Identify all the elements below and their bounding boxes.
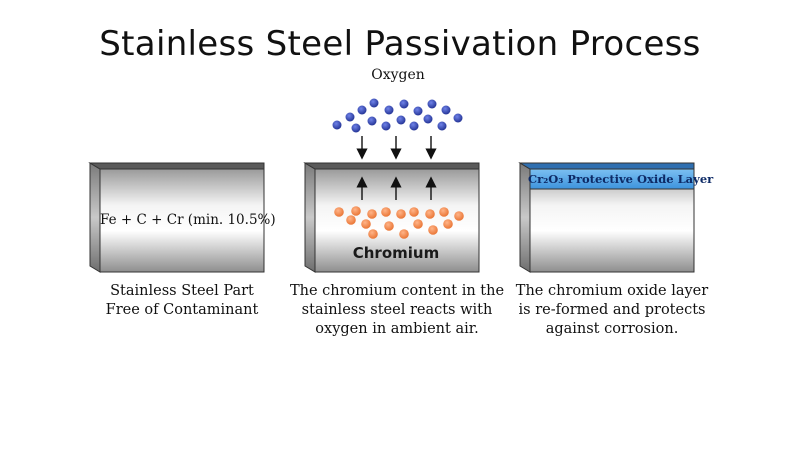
oxygen-atom (423, 114, 433, 124)
oxygen-atom (367, 116, 377, 126)
chromium-atom (367, 209, 377, 219)
steel-block-3 (518, 162, 695, 273)
caption-line: against corrosion. (545, 321, 679, 337)
oxygen-atom (441, 105, 451, 115)
chromium-atom (413, 219, 423, 229)
caption-line: The chromium content in the (289, 283, 505, 299)
composition-label: Fe + C + Cr (min. 10.5%) (100, 212, 276, 228)
oxygen-atom (427, 99, 437, 109)
chromium-atom (334, 207, 344, 217)
caption-line: Stainless Steel Part (110, 283, 254, 299)
oxygen-label: Oxygen (371, 67, 425, 83)
caption-line: oxygen in ambient air. (315, 321, 479, 337)
chromium-atom (361, 219, 371, 229)
chromium-atom (346, 215, 356, 225)
oxygen-atom (357, 105, 367, 115)
oxide-layer (529, 168, 695, 190)
caption-panel-3: The chromium oxide layer is re-formed an… (497, 282, 727, 339)
page-title: Stainless Steel Passivation Process (99, 24, 701, 64)
oxygen-atom (381, 121, 391, 131)
oxygen-atom (437, 121, 447, 131)
chromium-atom (368, 229, 378, 239)
caption-line: is re-formed and protects (518, 302, 706, 318)
oxygen-atom (399, 99, 409, 109)
chromium-atom (425, 209, 435, 219)
chromium-atom (399, 229, 409, 239)
caption-line: The chromium oxide layer (515, 283, 709, 299)
chromium-atoms (334, 206, 464, 239)
chromium-atom (443, 219, 453, 229)
chromium-label: Chromium (352, 244, 440, 262)
caption-panel-2: The chromium content in the stainless st… (282, 282, 512, 339)
oxygen-arrows (356, 136, 437, 160)
oxygen-atom (345, 112, 355, 122)
oxygen-atom (369, 98, 379, 108)
chromium-atom (351, 206, 361, 216)
caption-panel-1: Stainless Steel Part Free of Contaminant (67, 282, 297, 320)
caption-line: stainless steel reacts with (301, 302, 493, 318)
chromium-atom (396, 209, 406, 219)
oxide-layer-label: Cr₂O₃ Protective Oxide Layer (528, 172, 714, 186)
oxygen-atom (384, 105, 394, 115)
chromium-atom (409, 207, 419, 217)
chromium-atom (381, 207, 391, 217)
oxygen-atom (413, 106, 423, 116)
oxygen-atom (396, 115, 406, 125)
steel-block-1 (88, 162, 265, 273)
oxygen-atom (332, 120, 342, 130)
chromium-atom (384, 221, 394, 231)
caption-line: Free of Contaminant (105, 302, 259, 318)
chromium-atom (454, 211, 464, 221)
chromium-arrows (356, 176, 437, 200)
oxygen-atom (409, 121, 419, 131)
oxygen-atom (351, 123, 361, 133)
oxygen-atom (453, 113, 463, 123)
chromium-atom (439, 207, 449, 217)
chromium-atom (428, 225, 438, 235)
oxygen-molecules (332, 98, 463, 133)
